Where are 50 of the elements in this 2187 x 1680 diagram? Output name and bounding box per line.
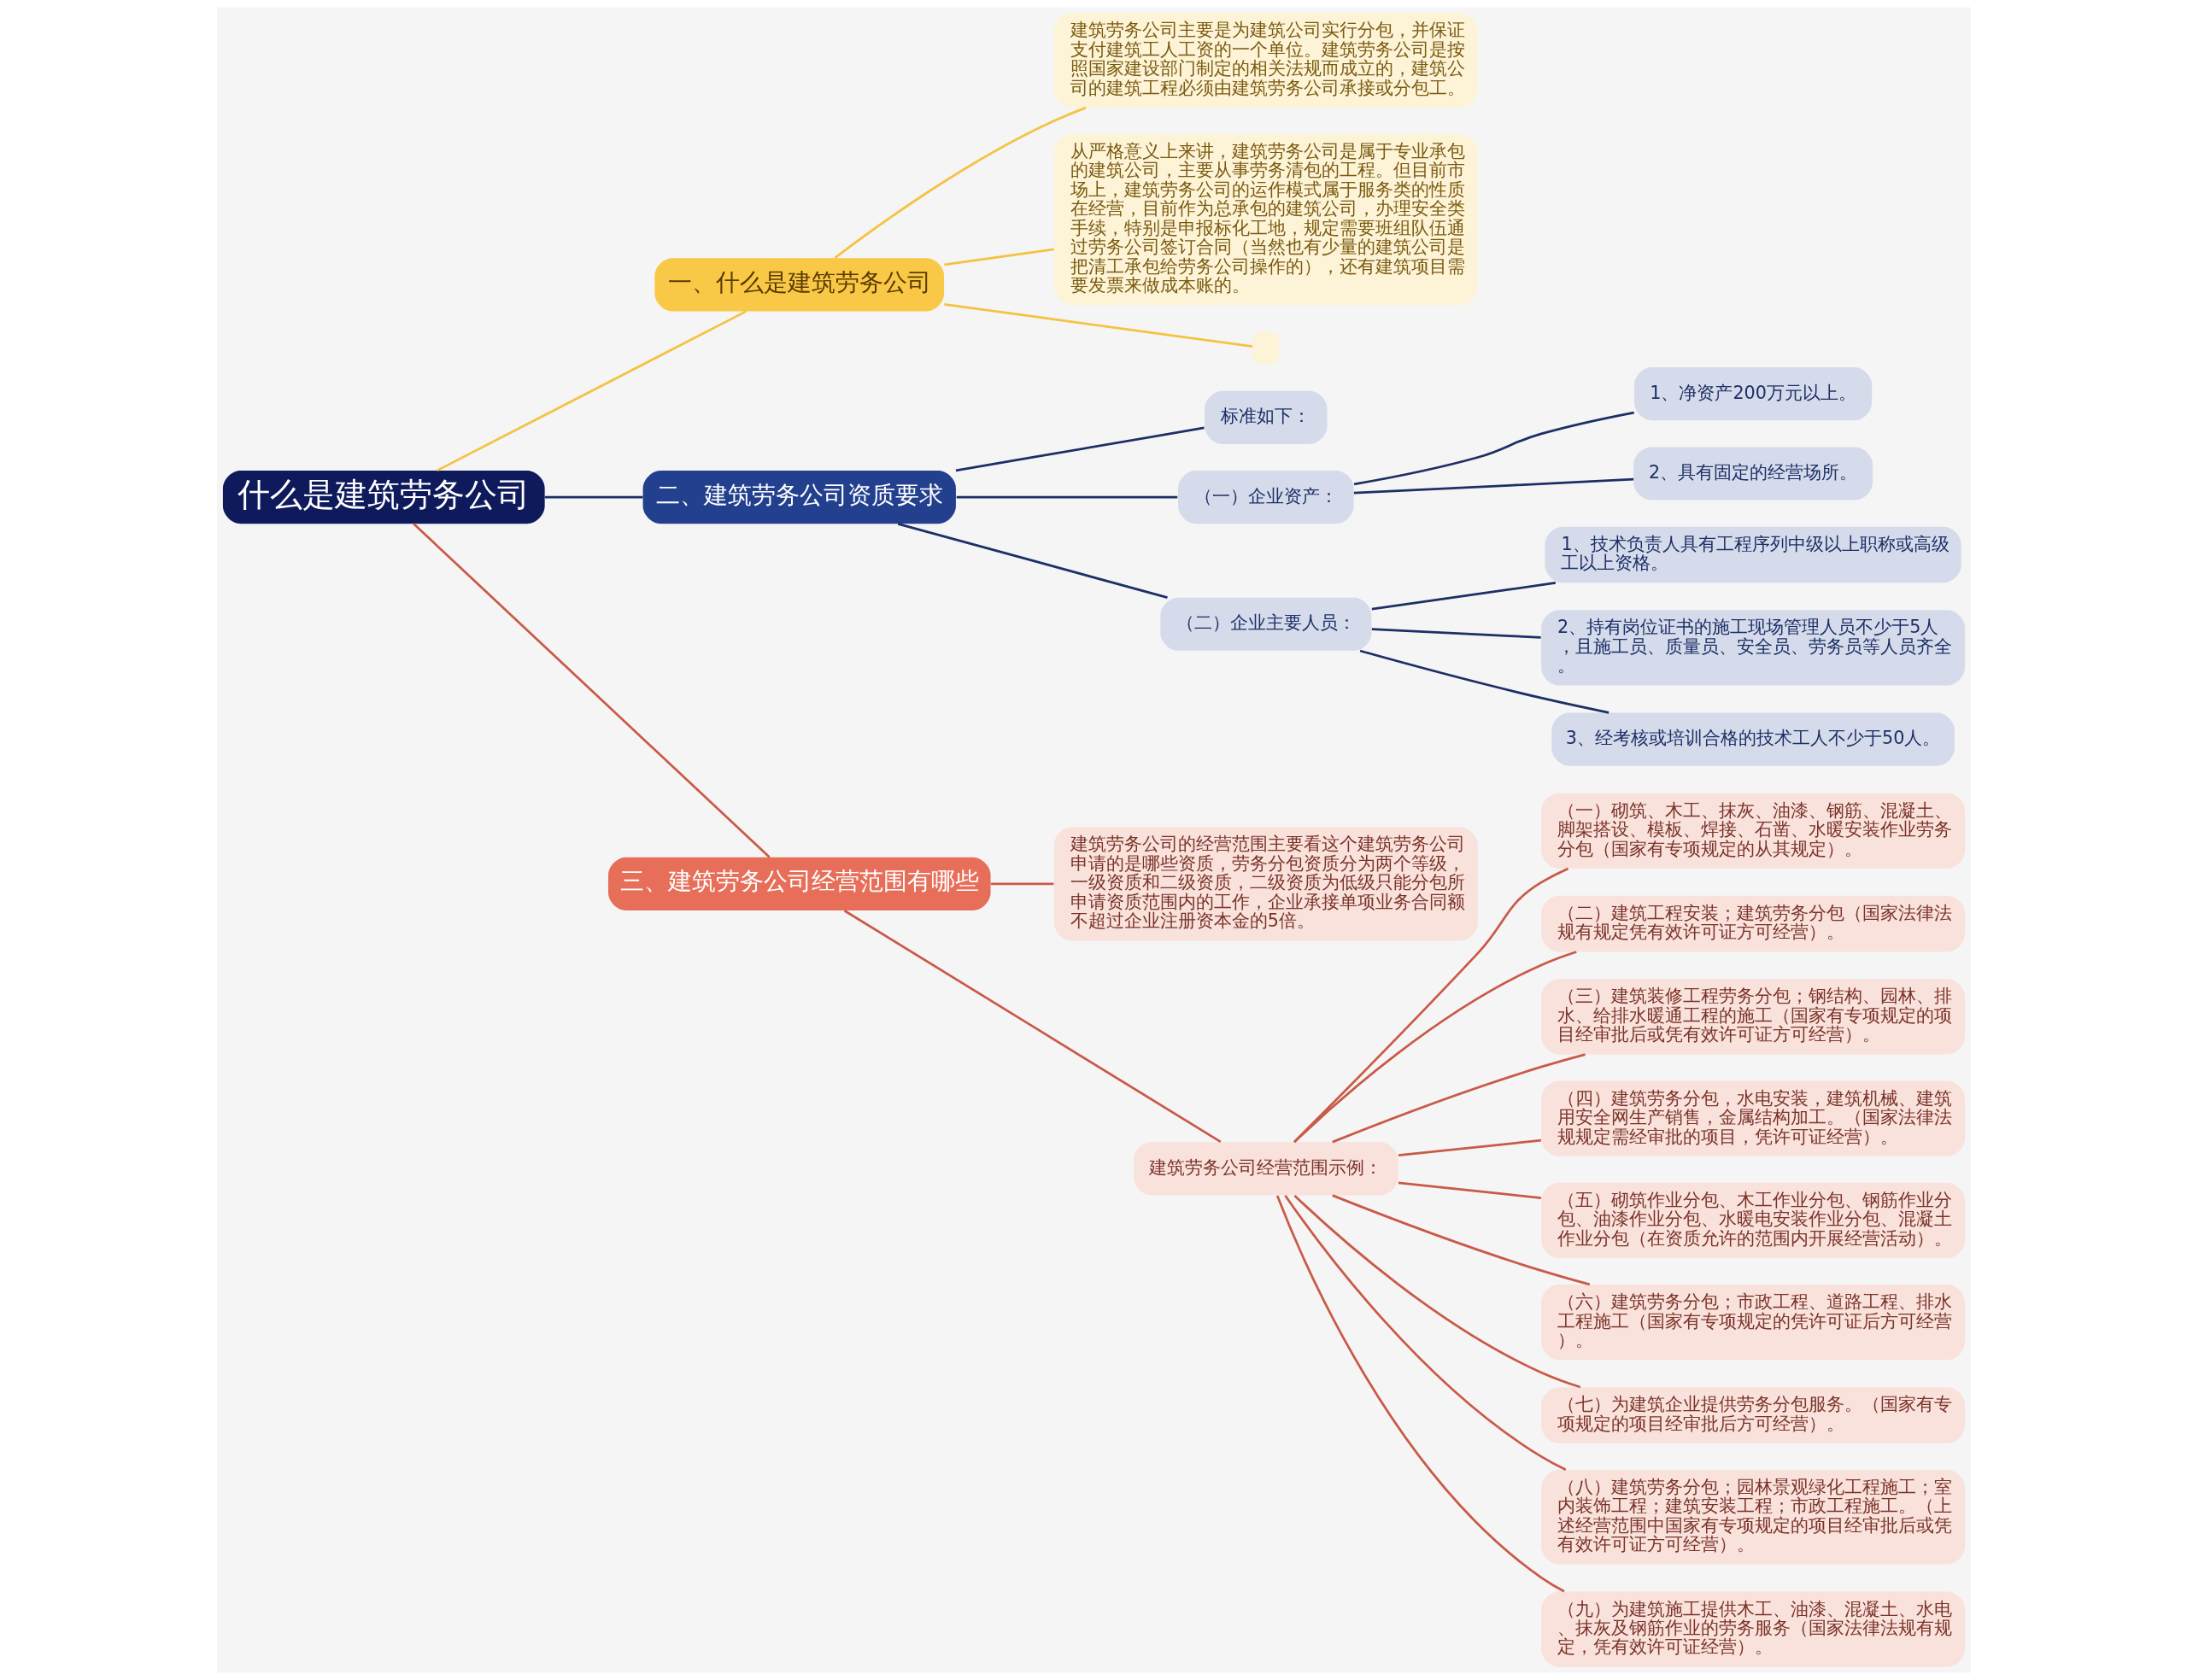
connector bbox=[1293, 951, 1577, 1144]
connector bbox=[943, 302, 1252, 348]
node-box: 2、具有固定的经营场所。 bbox=[1633, 447, 1873, 500]
connector bbox=[1353, 411, 1634, 486]
node-box: （七）为建筑企业提供劳务分包服务。（国家有专项规定的项目经审批后方可经营）。 bbox=[1540, 1387, 1965, 1443]
node-box: （一）砌筑、木工、抹灰、油漆、钢筋、混凝土、脚架搭设、模板、焊接、石凿、水暖安装作业劳务分包（国家有专项规定的从其规定）。 bbox=[1540, 793, 1965, 869]
node-box: 建筑劳务公司经营范围示例： bbox=[1133, 1142, 1398, 1196]
node-box: 从严格意义上来讲，建筑劳务公司是属于专业承包的建筑公司，主要从事劳务清包的工程。但目前市场上，建筑劳务公司的运作模式属于服务类的性质在经营，目前作为总承包的建筑公司，办理安全类手续，特别是申报标化工地，规定需要班组队伍通过劳务公司签订合同（当然也有少量的建筑公司是把清工承包给劳务公司操作的），还有建筑项目需要发票来做成本账的。 bbox=[1053, 134, 1478, 306]
connector bbox=[436, 310, 747, 472]
node-box: 建筑劳务公司主要是为建筑公司实行分包，并保证支付建筑工人工资的一个单位。建筑劳务公司是按照国家建设部门制定的相关法规而成立的，建筑公司的建筑工程必须由建筑劳务公司承接或分包工。 bbox=[1053, 13, 1478, 108]
connector bbox=[1371, 582, 1556, 611]
node-box: （五）砌筑作业分包、木工作业分包、钢筋作业分包、油漆作业分包、水暖电安装作业分包、混凝土作业分包（在资质允许的范围内开展经营活动）。 bbox=[1540, 1182, 1965, 1258]
node-box: 2、持有岗位证书的施工现场管理人员不少于5人，且施工员、质量员、安全员、劳务员等人员齐全。 bbox=[1540, 610, 1965, 686]
node-box: 标准如下： bbox=[1204, 390, 1328, 444]
connector bbox=[843, 910, 1221, 1144]
node-box: （八）建筑劳务分包；园林景观绿化工程施工；室内装饰工程；建筑安装工程；市政工程施工。（上述经营范围中国家有专项规定的项目经审批后或凭有效许可证方可经营）。 bbox=[1540, 1469, 1965, 1565]
node-box: （六）建筑劳务分包；市政工程、道路工程、排水工程施工（国家有专项规定的凭许可证后方可经营）。 bbox=[1540, 1285, 1965, 1361]
node-box: 建筑劳务公司的经营范围主要看这个建筑劳务公司申请的是哪些资质，劳务分包资质分为两个等级，一级资质和二级资质，二级资质为低级只能分包所申请资质范围内的工作，企业承接单项业务合同额不超过企业注册资本金的5倍。 bbox=[1053, 827, 1478, 941]
connector bbox=[1353, 477, 1633, 495]
connector bbox=[1293, 1194, 1580, 1389]
connector bbox=[544, 495, 643, 499]
node-box: 二、建筑劳务公司资质要求 bbox=[642, 471, 956, 524]
connector bbox=[943, 248, 1054, 266]
node-box: （四）建筑劳务分包，水电安装，建筑机械、建筑用安全网生产销售，金属结构加工。（国家法律法规规定需经审批的项目，凭许可证经营）。 bbox=[1540, 1080, 1965, 1156]
node-box: （二）企业主要人员： bbox=[1159, 597, 1371, 651]
connector bbox=[834, 106, 1086, 259]
connector bbox=[956, 495, 1177, 499]
connector bbox=[412, 523, 770, 858]
connector bbox=[897, 522, 1168, 599]
connector bbox=[1398, 1181, 1541, 1199]
node-box: 一、什么是建筑劳务公司 bbox=[654, 258, 944, 312]
connector bbox=[1398, 1139, 1541, 1156]
connector bbox=[1331, 1194, 1590, 1286]
connector bbox=[990, 882, 1053, 886]
node-box: 什么是建筑劳务公司 bbox=[222, 471, 545, 524]
connector bbox=[1359, 649, 1609, 714]
node-box: 三、建筑劳务公司经营范围有哪些 bbox=[607, 857, 991, 910]
node-box: （一）企业资产： bbox=[1177, 471, 1354, 524]
connector bbox=[955, 426, 1205, 472]
node-box: 1、净资产200万元以上。 bbox=[1633, 367, 1872, 421]
node-box: 3、经考核或培训合格的技术工人不少于50人。 bbox=[1551, 712, 1955, 766]
connector bbox=[1275, 1195, 1565, 1593]
connector bbox=[1371, 628, 1541, 639]
connector bbox=[1331, 1053, 1586, 1144]
node-box: 1、技术负责人具有工程序列中级以上职称或高级工以上资格。 bbox=[1544, 526, 1961, 583]
node-box: （三）建筑装修工程劳务分包；钢结构、园林、排水、给排水暖通工程的施工（国家有专项规定的项目经审批后或凭有效许可证方可经营）。 bbox=[1540, 979, 1965, 1055]
connector bbox=[1283, 1194, 1566, 1472]
node-box: （二）建筑工程安装；建筑劳务分包（国家法律法规有规定凭有效许可证方可经营）。 bbox=[1540, 895, 1965, 952]
node-box bbox=[1252, 331, 1279, 365]
node-box: （九）为建筑施工提供木工、油漆、混凝土、水电、抹灰及钢筋作业的劳务服务（国家法律法规有规定，凭有效许可证经营）。 bbox=[1540, 1591, 1965, 1667]
